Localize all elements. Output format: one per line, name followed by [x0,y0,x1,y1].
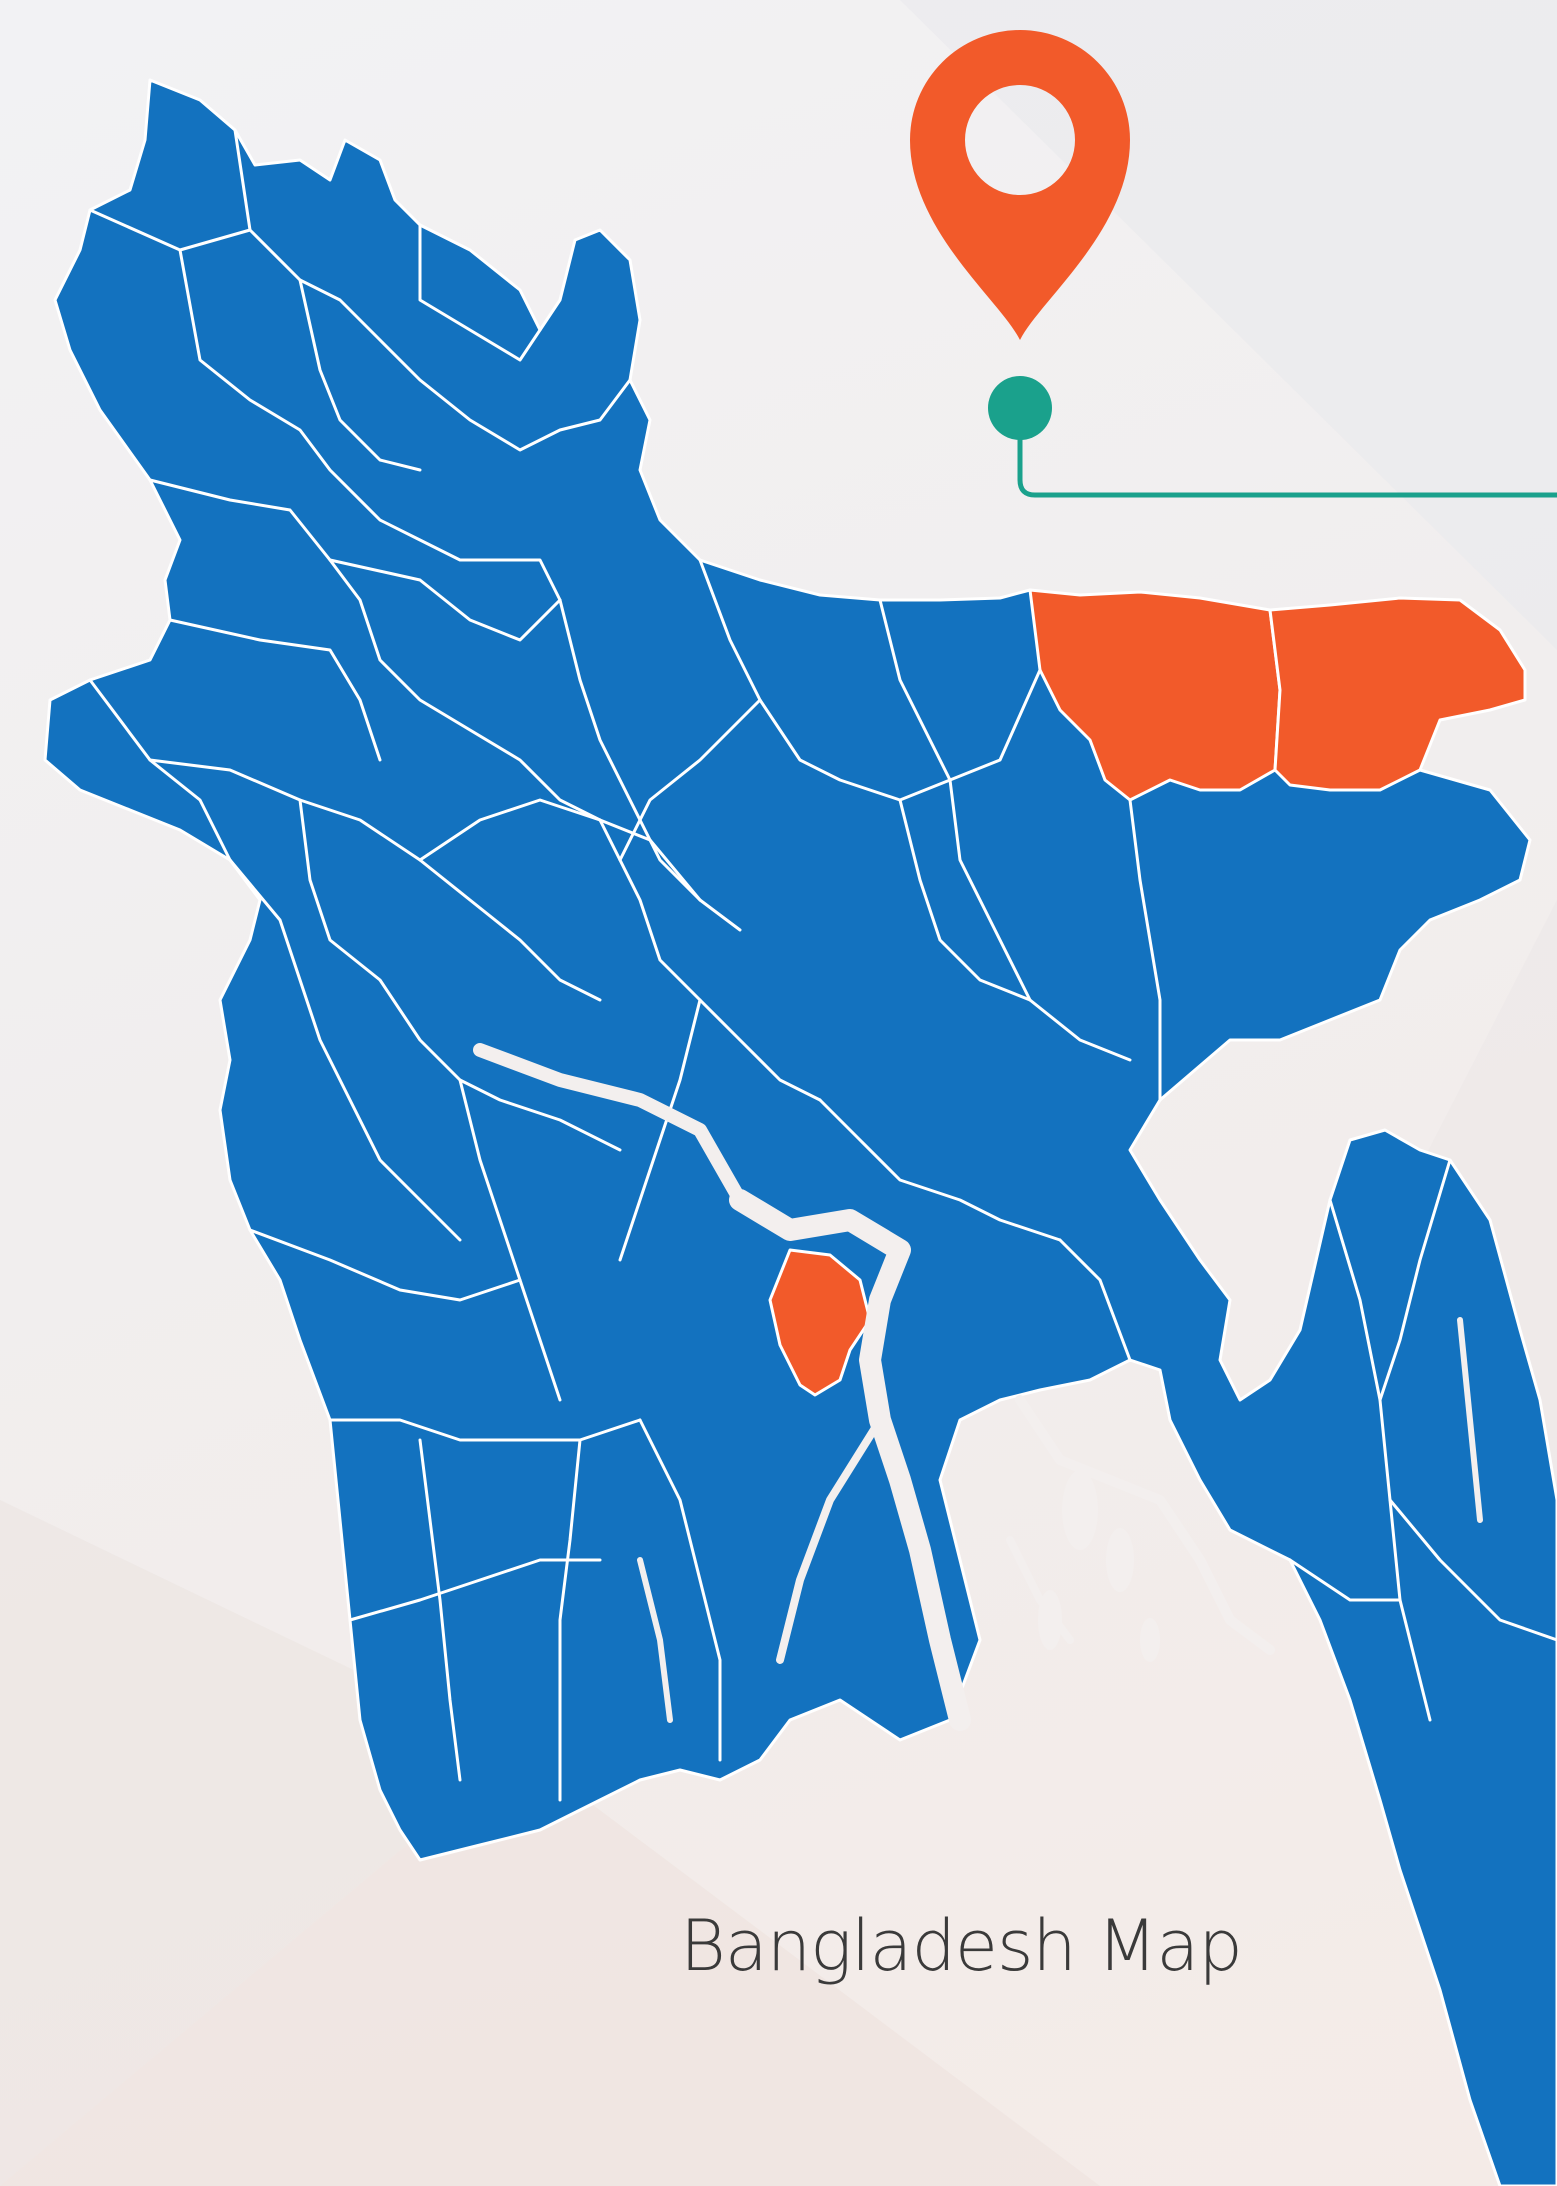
location-pin-icon[interactable] [910,30,1130,340]
district-borders [88,128,1557,1802]
dhaka-district[interactable] [768,1248,872,1397]
bangladesh-landmass [43,78,1557,2186]
sunamganj-district[interactable] [1028,588,1282,802]
connector-line [1017,410,1557,498]
map-title: Bangladesh Map [680,1905,1243,1987]
connector-dot-icon [988,376,1052,440]
sylhet-district[interactable] [1268,596,1527,792]
rivers [473,1043,1483,1731]
